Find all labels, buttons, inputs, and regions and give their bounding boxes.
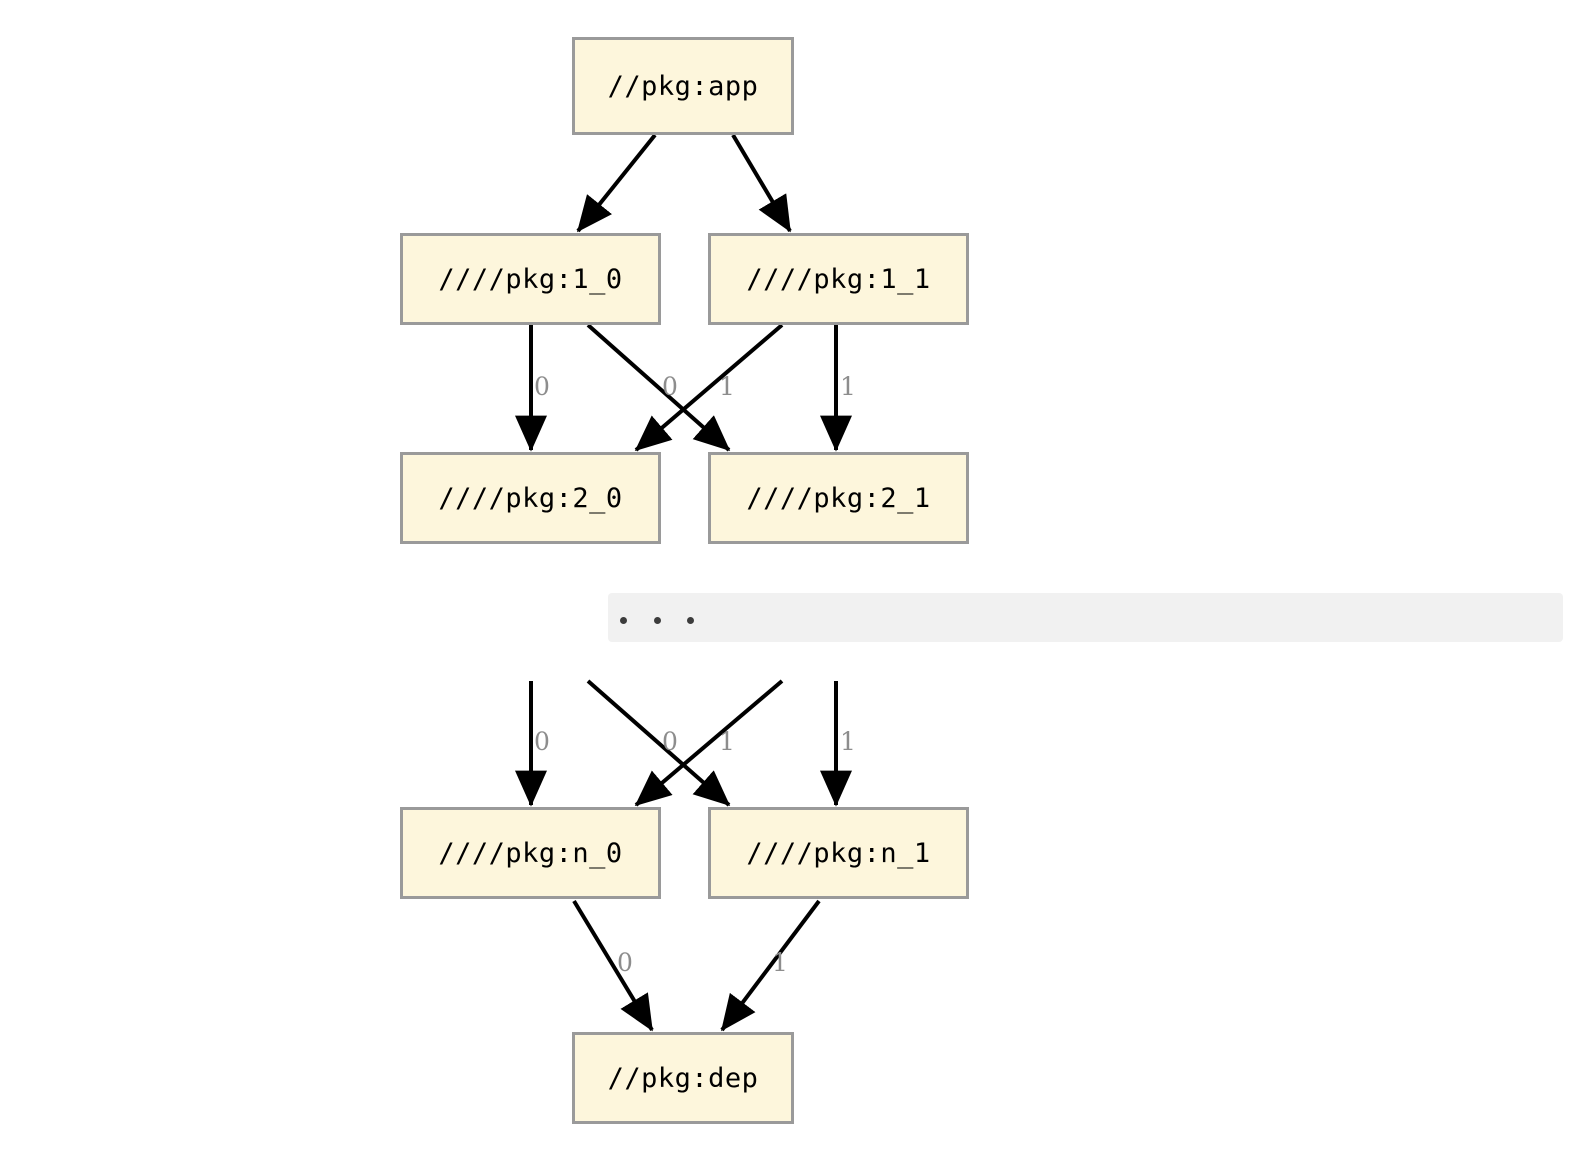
edge-label: 0: [534, 727, 550, 756]
graph-node-nn_1[interactable]: ////pkg:n_1: [708, 807, 969, 899]
graph-node-n1_1[interactable]: ////pkg:1_1: [708, 233, 969, 325]
edge-label: 0: [662, 727, 678, 756]
graph-node-n2_1[interactable]: ////pkg:2_1: [708, 452, 969, 544]
ellipsis-dot: [654, 617, 661, 624]
graph-node-dep[interactable]: //pkg:dep: [572, 1032, 794, 1124]
ellipsis-band: [608, 593, 1563, 642]
graph-edge: [634, 679, 784, 807]
edge-label: 0: [534, 372, 550, 401]
graph-node-n1_0[interactable]: ////pkg:1_0: [400, 233, 661, 325]
edge-label: 1: [772, 948, 788, 977]
edge-label: 1: [840, 372, 856, 401]
edge-label: 1: [840, 727, 856, 756]
graph-edge: [731, 133, 792, 233]
edge-label: 1: [719, 727, 735, 756]
graph-node-nn_0[interactable]: ////pkg:n_0: [400, 807, 661, 899]
edge-label: 0: [662, 372, 678, 401]
edge-label: 1: [719, 372, 735, 401]
graph-edge: [586, 679, 731, 807]
graph-node-n2_0[interactable]: ////pkg:2_0: [400, 452, 661, 544]
ellipsis-dot: [620, 617, 627, 624]
graph-edge: [586, 323, 731, 452]
edge-label: 0: [617, 948, 633, 977]
graph-edge: [634, 323, 784, 452]
graph-edge: [720, 899, 821, 1032]
ellipsis-dot: [687, 617, 694, 624]
graph-edge: [576, 133, 657, 233]
graph-edge: [572, 899, 654, 1032]
graph-node-app[interactable]: //pkg:app: [572, 37, 794, 135]
